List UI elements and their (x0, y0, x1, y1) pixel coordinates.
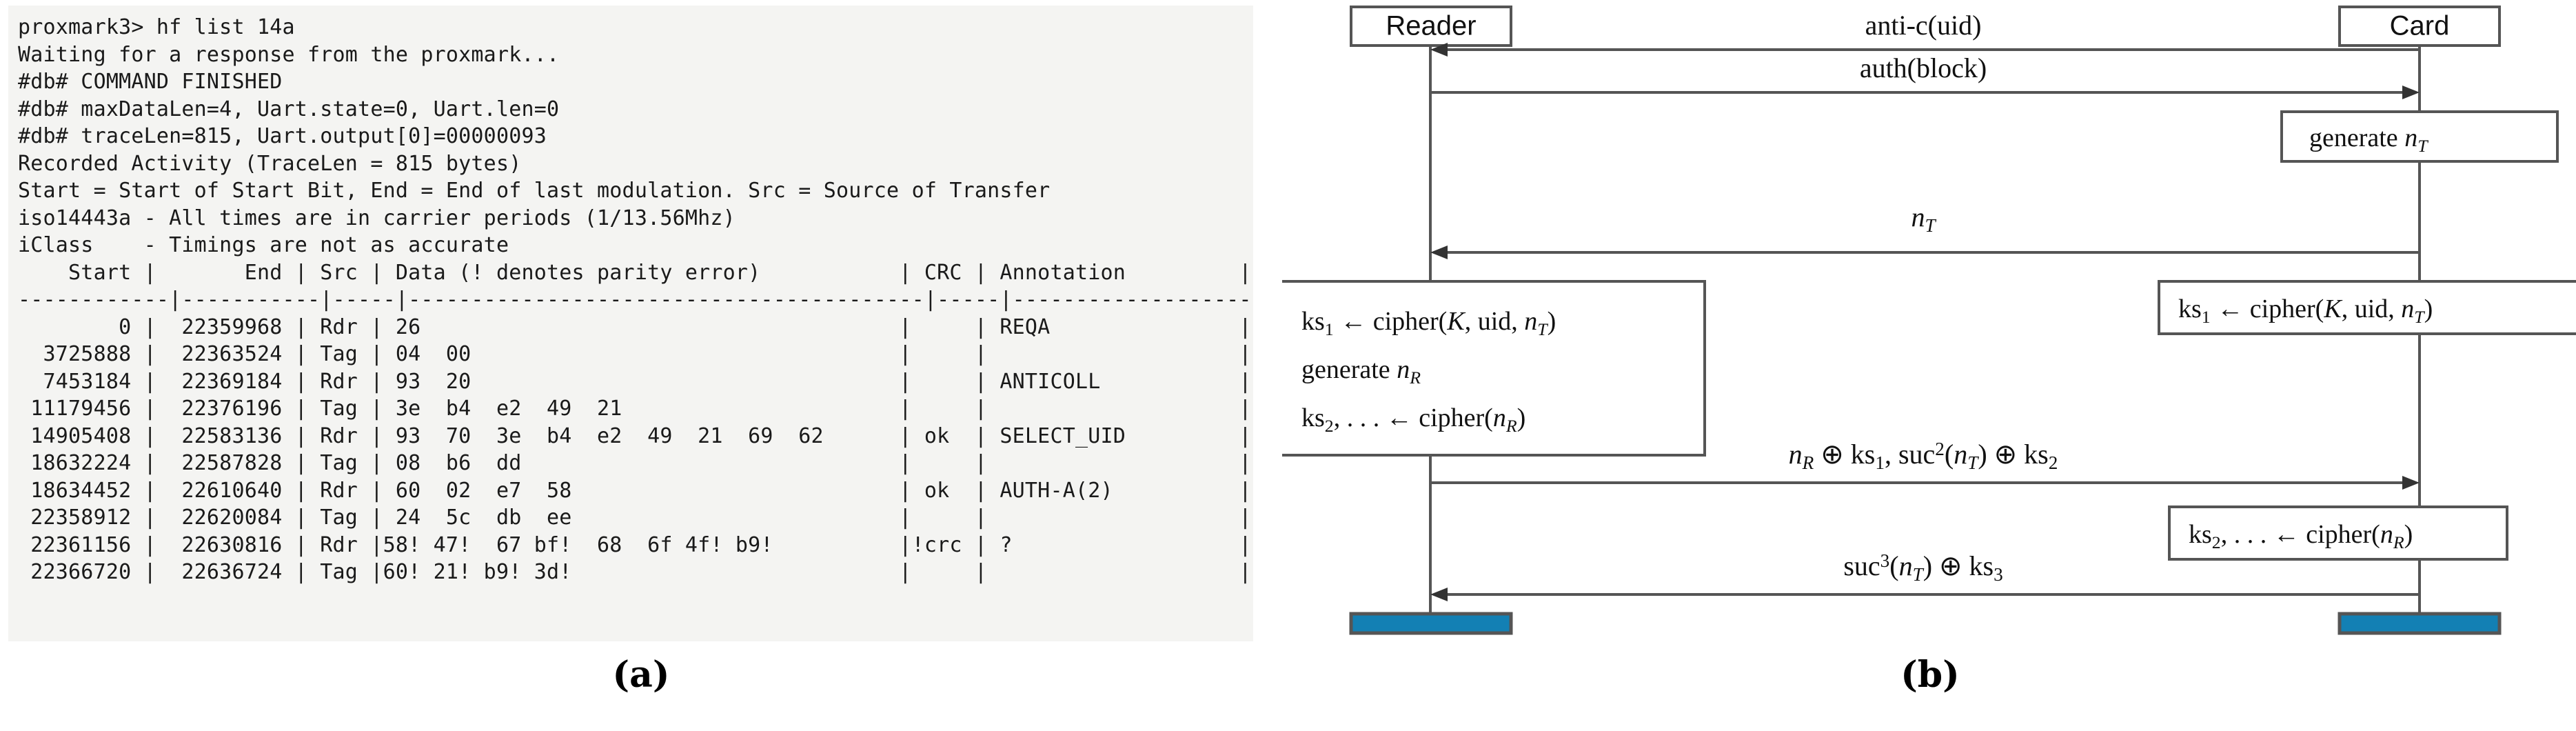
note-generate-nt-text: generate nT (2309, 123, 2428, 156)
message-anti-c: anti-c(uid) (1430, 10, 2420, 57)
trace-table-row: 18634452 | 22610640 | Rdr | 60 02 e7 58 … (18, 478, 1252, 503)
note-generate-nt: generate nT (2280, 110, 2559, 163)
terminal-line: #db# traceLen=815, Uart.output[0]=000000… (18, 124, 547, 148)
message-auth: auth(block) (1430, 52, 2420, 99)
note-card-ks2: ks2, . . . ← cipher(nR) (2168, 505, 2508, 561)
message-label-nt: nT (1911, 201, 1936, 236)
trace-table-row: 22358912 | 22620084 | Tag | 24 5c db ee … (18, 505, 1252, 530)
trace-table-header: Start | End | Src | Data (! denotes pari… (18, 260, 1252, 285)
note-card-ks1-text: ks1 ← cipher(K, uid, nT) (2178, 294, 2433, 327)
actor-box-card[interactable]: Card (2338, 6, 2501, 47)
note-reader-line-2: generate nR (1301, 355, 1421, 388)
caption-b: (b) (1900, 654, 1960, 696)
note-card-ks1: ks1 ← cipher(K, uid, nT) (2158, 280, 2576, 335)
panel-b-sequence-diagram: Reader Card anti-c(uid) auth(block) gene… (1282, 0, 2576, 647)
message-suc3: suc3(nT) ⊕ ks3 (1430, 550, 2420, 601)
terminator-reader (1349, 612, 1513, 635)
terminal-line: #db# maxDataLen=4, Uart.state=0, Uart.le… (18, 97, 560, 121)
terminator-card (2337, 612, 2502, 635)
message-label-suc3: suc3(nT) ⊕ ks3 (1843, 550, 2002, 585)
terminal-line: proxmark3> hf list 14a (18, 15, 295, 39)
trace-table-row: 22361156 | 22630816 | Rdr |58! 47! 67 bf… (18, 532, 1252, 557)
panel-a-terminal-capture: proxmark3> hf list 14a Waiting for a res… (0, 0, 1261, 647)
actor-label-card: Card (2390, 11, 2450, 41)
terminal-line: iso14443a - All times are in carrier per… (18, 206, 736, 230)
note-reader-line-1: ks1 ← cipher(K, uid, nT) (1301, 307, 1556, 339)
trace-table-row: 0 | 22359968 | Rdr | 26 | | REQA | (18, 314, 1252, 339)
message-label-auth: auth(block) (1860, 52, 1987, 83)
message-label-nr-ks1: nR ⊕ ks1, suc2(nT) ⊕ ks2 (1789, 439, 2058, 473)
note-reader-line-3: ks2, . . . ← cipher(nR) (1301, 403, 1525, 436)
message-nt: nT (1430, 201, 2420, 259)
message-label-anti-c: anti-c(uid) (1865, 10, 1982, 41)
terminal-line: iClass - Timings are not as accurate (18, 233, 509, 257)
terminal-line: Start = Start of Start Bit, End = End of… (18, 179, 1051, 203)
trace-table-row: 11179456 | 22376196 | Tag | 3e b4 e2 49 … (18, 397, 1252, 421)
trace-table-row: 14905408 | 22583136 | Rdr | 93 70 3e b4 … (18, 423, 1252, 448)
trace-table-row: 3725888 | 22363524 | Tag | 04 00 | | | (18, 342, 1252, 366)
actor-box-reader[interactable]: Reader (1350, 6, 1512, 47)
terminal-line: #db# COMMAND FINISHED (18, 70, 283, 94)
actor-label-reader: Reader (1386, 11, 1476, 41)
trace-table-row: 22366720 | 22636724 | Tag |60! 21! b9! 3… (18, 560, 1252, 584)
note-reader-compute: ks1 ← cipher(K, uid, nT) generate nR ks2… (1282, 280, 1706, 457)
proxmark-terminal[interactable]: proxmark3> hf list 14a Waiting for a res… (8, 6, 1253, 641)
terminal-line: Waiting for a response from the proxmark… (18, 42, 560, 67)
note-card-ks2-text: ks2, . . . ← cipher(nR) (2189, 520, 2413, 552)
caption-a: (a) (612, 654, 670, 696)
terminal-line: Recorded Activity (TraceLen = 815 bytes) (18, 151, 522, 176)
trace-table-row: 18632224 | 22587828 | Tag | 08 b6 dd | |… (18, 451, 1252, 475)
message-nr-ks1: nR ⊕ ks1, suc2(nT) ⊕ ks2 (1430, 439, 2420, 490)
trace-table-row: 7453184 | 22369184 | Rdr | 93 20 | | ANT… (18, 369, 1252, 394)
trace-table-divider: ------------|-----------|-----|---------… (18, 288, 1253, 312)
